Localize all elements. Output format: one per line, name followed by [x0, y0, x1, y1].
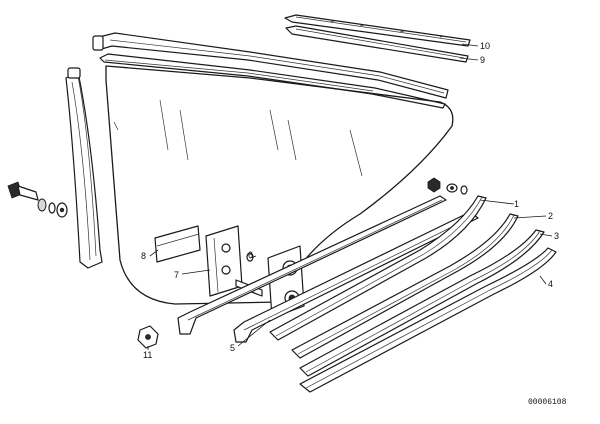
callout-5: 5 — [230, 343, 235, 353]
callout-9: 9 — [480, 55, 485, 65]
pad-block-8 — [154, 225, 201, 263]
callout-3: 3 — [554, 231, 559, 241]
callout-2: 2 — [548, 211, 553, 221]
seal-strip-4 — [299, 247, 557, 393]
seal-strip-1 — [269, 195, 487, 341]
drawing-number: 00006108 — [528, 398, 567, 407]
pillar-seal — [65, 67, 103, 269]
callout-6: 6 — [248, 250, 253, 260]
guide-bracket-7 — [205, 225, 243, 297]
callout-10: 10 — [480, 41, 490, 51]
top-rail-10 — [284, 14, 471, 47]
leader-lines — [147, 43, 553, 350]
callout-7: 7 — [174, 270, 179, 280]
bolt-with-washers — [7, 181, 68, 218]
callout-11: 11 — [143, 350, 152, 360]
seal-strip-3 — [299, 229, 545, 377]
seal-strip-2 — [291, 213, 519, 359]
nut-and-washer — [427, 177, 468, 195]
upper-window-channel — [92, 32, 449, 109]
callout-8: 8 — [141, 251, 146, 261]
quarter-window-glass — [105, 65, 454, 305]
clip-11 — [137, 325, 159, 349]
lower-guide-rail — [177, 195, 479, 343]
callout-4: 4 — [548, 279, 553, 289]
callout-1: 1 — [514, 199, 519, 209]
